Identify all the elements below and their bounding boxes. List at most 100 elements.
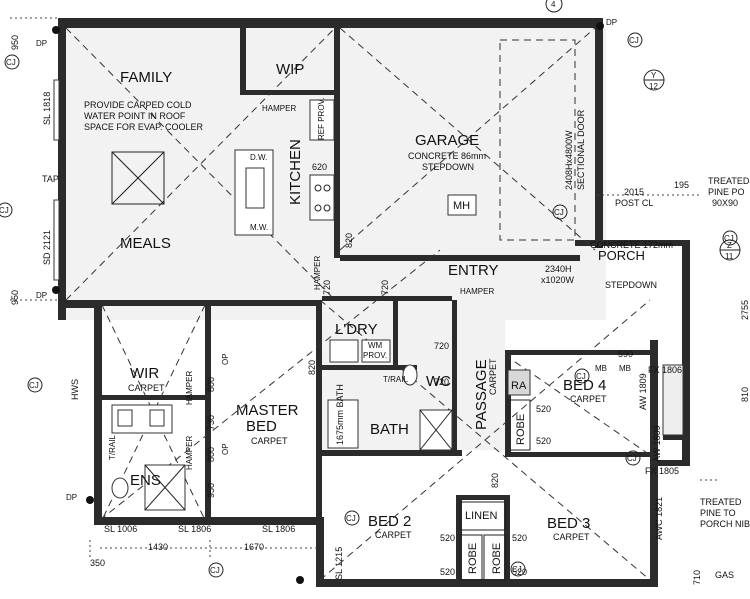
dim-810: 810 <box>740 387 750 402</box>
carpet-passage: CARPET <box>488 358 498 395</box>
svg-text:CJ: CJ <box>0 206 9 215</box>
dimensions: 950 SL 1818 SD 2121 950 620 820 720 720 … <box>10 35 750 585</box>
room-ldry: L'DRY <box>335 321 378 338</box>
dw-label: D.W. <box>250 153 267 162</box>
mb-2: MB <box>619 364 631 373</box>
svg-text:CJ: CJ <box>6 58 16 67</box>
room-bed3: BED 3 <box>547 515 590 532</box>
section-markers: Y 12 Z 11 4 <box>545 0 741 261</box>
note-post-cl: POST CL <box>615 198 653 208</box>
dim-800-a: 800 <box>206 377 216 392</box>
manhole <box>447 194 477 216</box>
carpet-wir: CARPET <box>128 383 165 393</box>
note-cold-water-2: WATER POINT IN ROOF <box>84 111 186 121</box>
dim-520-c: 520 <box>440 533 455 543</box>
svg-text:CJ: CJ <box>629 36 639 45</box>
dim-fx1806: FX 1806 <box>648 365 682 375</box>
room-ens: ENS <box>130 472 161 489</box>
ref-prov: REF PROV. <box>317 98 326 140</box>
dim-820-ldry: 820 <box>307 360 317 375</box>
dim-aw1809-a: AW 1809 <box>638 373 648 410</box>
dim-1430: 1430 <box>148 542 168 552</box>
room-passage: PASSAGE <box>473 359 490 430</box>
svg-text:CJ: CJ <box>627 454 637 463</box>
room-kitchen: KITCHEN <box>287 139 304 205</box>
wm-prov-2: PROV. <box>363 351 387 360</box>
sectional-door <box>499 39 576 241</box>
note-sectional-door: SECTIONAL DOOR <box>576 109 586 190</box>
cj-marker: CJ <box>510 561 526 577</box>
dim-sl1215: SL 1215 <box>334 547 344 580</box>
dp-top: DP <box>36 39 47 48</box>
dim-350: 350 <box>90 558 105 568</box>
dim-720-d: 720 <box>434 377 449 387</box>
dim-sl1818: SL 1818 <box>42 92 52 125</box>
room-wc: WC <box>426 373 451 390</box>
note-treated-nib-1: TREATED <box>700 497 742 507</box>
dp-mid: DP <box>36 291 47 300</box>
room-bed4: BED 4 <box>563 377 606 394</box>
note-entry-door-2: x1020W <box>541 275 575 285</box>
note-cold-water-1: PROVIDE CAPPED COLD <box>84 100 192 110</box>
room-linen: LINEN <box>465 510 497 522</box>
note-porch-stepdown: STEPDOWN <box>605 280 657 290</box>
notes: PROVIDE CAPPED COLD WATER POINT IN ROOF … <box>42 100 750 580</box>
hamper-ens: HAMPER <box>185 436 194 470</box>
note-hws: HWS <box>70 379 80 400</box>
svg-text:CJ: CJ <box>554 208 564 217</box>
t-rail-bath: T/RAIL <box>383 375 408 384</box>
room-family: FAMILY <box>120 69 172 86</box>
dp-bottom: DP <box>66 493 77 502</box>
note-gas: GAS <box>715 570 734 580</box>
dim-sl1006: SL 1006 <box>104 524 137 534</box>
dim-520-b: 520 <box>536 436 551 446</box>
dim-520-a: 520 <box>536 404 551 414</box>
dim-730: 730 <box>206 415 216 430</box>
cj-marker: CJ <box>574 368 590 384</box>
svg-text:CJ: CJ <box>210 566 220 575</box>
dim-awc1821: AWC 1821 <box>654 497 664 540</box>
cooler-point <box>111 151 165 205</box>
mw-label: M.W. <box>250 223 268 232</box>
note-garage-stepdown: STEPDOWN <box>422 162 474 172</box>
floor-finish-labels: CARPET CARPET CARPET CARPET CARPET CARPE… <box>128 358 607 542</box>
svg-text:CJ: CJ <box>724 234 734 243</box>
control-joints: CJ CJ CJ CJ CJ CJ CJ CJ CJ CJ CJ <box>0 32 738 578</box>
room-robe-bed4: ROBE <box>515 414 527 445</box>
dim-720-b: 720 <box>380 280 390 295</box>
cj-marker: CJ <box>627 32 643 48</box>
svg-text:11: 11 <box>725 252 734 261</box>
svg-text:12: 12 <box>649 82 658 91</box>
dim-820-kitchen: 820 <box>344 233 354 248</box>
svg-text:Z: Z <box>727 241 732 250</box>
cj-marker: CJ <box>344 510 360 526</box>
note-treated-pine-1: TREATED <box>708 176 750 186</box>
room-garage: GARAGE <box>415 132 479 149</box>
op-upper: OP <box>221 353 230 365</box>
dim-620: 620 <box>312 162 327 172</box>
dim-aw1809-b: AW 1809 <box>652 425 662 462</box>
dp-right: DP <box>606 18 617 27</box>
svg-text:Y: Y <box>651 71 657 80</box>
downpipes <box>52 22 604 584</box>
section-marker-z: Z 11 <box>719 239 741 261</box>
dim-950-mid: 950 <box>10 290 20 305</box>
note-tap: TAP <box>42 174 59 184</box>
room-porch: PORCH <box>598 248 645 263</box>
hamper-hall: HAMPER <box>313 256 322 290</box>
room-bath: BATH <box>370 421 409 438</box>
dim-950-top: 950 <box>10 35 20 50</box>
note-sectional-door-size: 2408Hx4800W <box>564 130 574 190</box>
note-treated-pine-3: 90X90 <box>712 198 738 208</box>
note-mh: MH <box>453 200 470 212</box>
dim-710: 710 <box>692 570 702 585</box>
dim-950-bed: 950 <box>206 483 216 498</box>
svg-text:4: 4 <box>551 0 556 9</box>
note-garage-concrete: CONCRETE 86mm <box>408 151 486 161</box>
note-treated-nib-3: PORCH NIB <box>700 519 750 529</box>
cooktop <box>309 174 335 221</box>
svg-text:CJ: CJ <box>29 381 39 390</box>
dim-520-e: 520 <box>440 567 455 577</box>
